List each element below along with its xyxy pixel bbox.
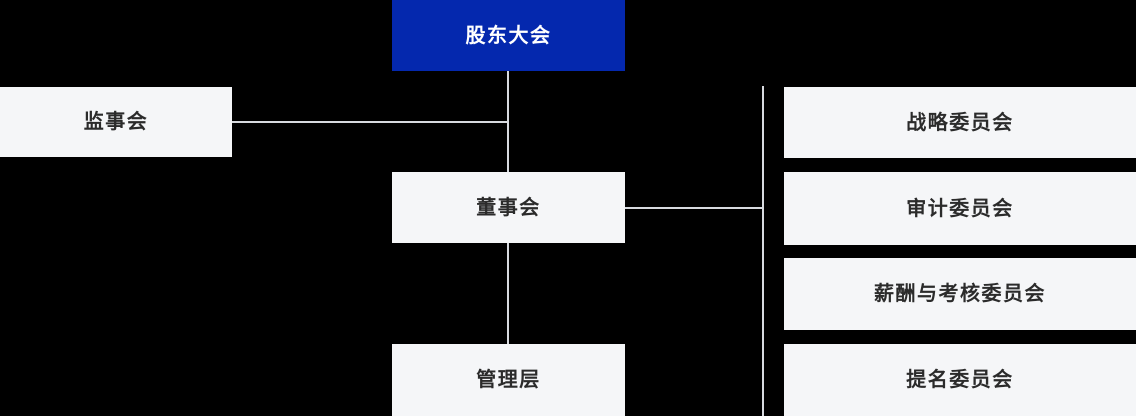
node-remuneration-and-appraisal-committee[interactable]: 薪酬与考核委员会 <box>784 258 1136 330</box>
node-audit-committee-label: 审计委员会 <box>906 197 1014 220</box>
connector-board-to-committees <box>625 207 764 209</box>
node-board-of-supervisors-label: 监事会 <box>83 111 149 133</box>
node-strategy-committee[interactable]: 战略委员会 <box>784 87 1136 158</box>
connector-shareholders-to-board <box>507 71 509 172</box>
node-remuneration-and-appraisal-committee-label: 薪酬与考核委员会 <box>874 283 1046 305</box>
node-board-of-directors-label: 董事会 <box>476 196 541 219</box>
node-management[interactable]: 管理层 <box>392 344 625 416</box>
node-nomination-committee[interactable]: 提名委员会 <box>784 344 1136 416</box>
node-board-of-directors[interactable]: 董事会 <box>392 172 625 243</box>
node-shareholders-meeting-label: 股东大会 <box>465 24 552 47</box>
connector-supervisors-to-trunk <box>232 121 508 123</box>
connector-committees-bus <box>762 86 764 416</box>
node-strategy-committee-label: 战略委员会 <box>906 111 1014 134</box>
connector-board-to-management <box>507 243 509 344</box>
node-nomination-committee-label: 提名委员会 <box>906 369 1014 391</box>
node-board-of-supervisors[interactable]: 监事会 <box>0 87 232 157</box>
node-audit-committee[interactable]: 审计委员会 <box>784 172 1136 245</box>
node-management-label: 管理层 <box>476 369 541 391</box>
node-shareholders-meeting[interactable]: 股东大会 <box>392 0 625 71</box>
